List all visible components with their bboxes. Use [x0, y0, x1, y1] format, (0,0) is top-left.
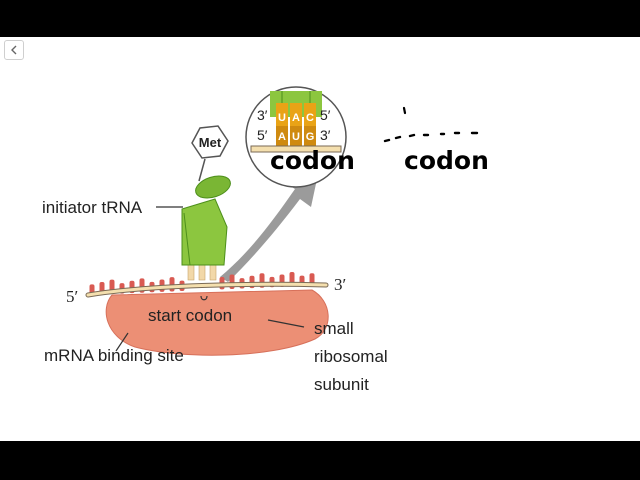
zoom-arrow [220, 165, 320, 282]
codon-base-1: A [278, 131, 286, 143]
initiator-trna-label: initiator tRNA [42, 198, 143, 217]
handwritten-codon-right: codon [404, 146, 489, 175]
codon-zoom-circle: U A C A U G 3′ 5′ 5′ 3′ [245, 86, 347, 188]
back-button[interactable] [4, 40, 24, 60]
codon-base-2: U [292, 131, 300, 143]
handwritten-annotations: codon codon [270, 106, 489, 175]
handwritten-codon-left: codon [270, 146, 355, 175]
mrna-binding-site-label: mRNA binding site [44, 346, 184, 365]
anticodon-base-2: A [292, 112, 300, 124]
methionine-hexagon: Met [191, 125, 229, 159]
leader-lines [115, 206, 305, 352]
translation-initiation-diagram: Met U A C A U G 3′ 5′ 5′ 3′ [42, 86, 489, 394]
small-ribosomal-subunit-label-line1: small [314, 319, 354, 338]
initiator-trna [181, 158, 231, 281]
small-ribosomal-subunit [105, 289, 329, 356]
anticodon-base-3: C [306, 112, 314, 124]
start-codon-label: start codon [148, 306, 232, 325]
met-label: Met [199, 135, 222, 150]
zoom-label-bottom-right: 3′ [320, 127, 331, 143]
mrna-strand [85, 281, 329, 298]
zoom-label-top-left: 3′ [257, 107, 268, 123]
zoom-label-top-right: 5′ [320, 107, 331, 123]
anticodon-base-1: U [278, 112, 286, 124]
zoom-label-bottom-left: 5′ [257, 127, 268, 143]
mrna-five-prime-label: 5′ [66, 287, 78, 306]
mrna-three-prime-label: 3′ [334, 275, 346, 294]
codon-base-3: G [306, 131, 315, 143]
small-ribosomal-subunit-label-line3: subunit [314, 375, 369, 394]
whiteboard-canvas: Met U A C A U G 3′ 5′ 5′ 3′ [0, 37, 640, 441]
small-ribosomal-subunit-label-line2: ribosomal [314, 347, 388, 366]
chevron-left-icon [11, 45, 17, 55]
